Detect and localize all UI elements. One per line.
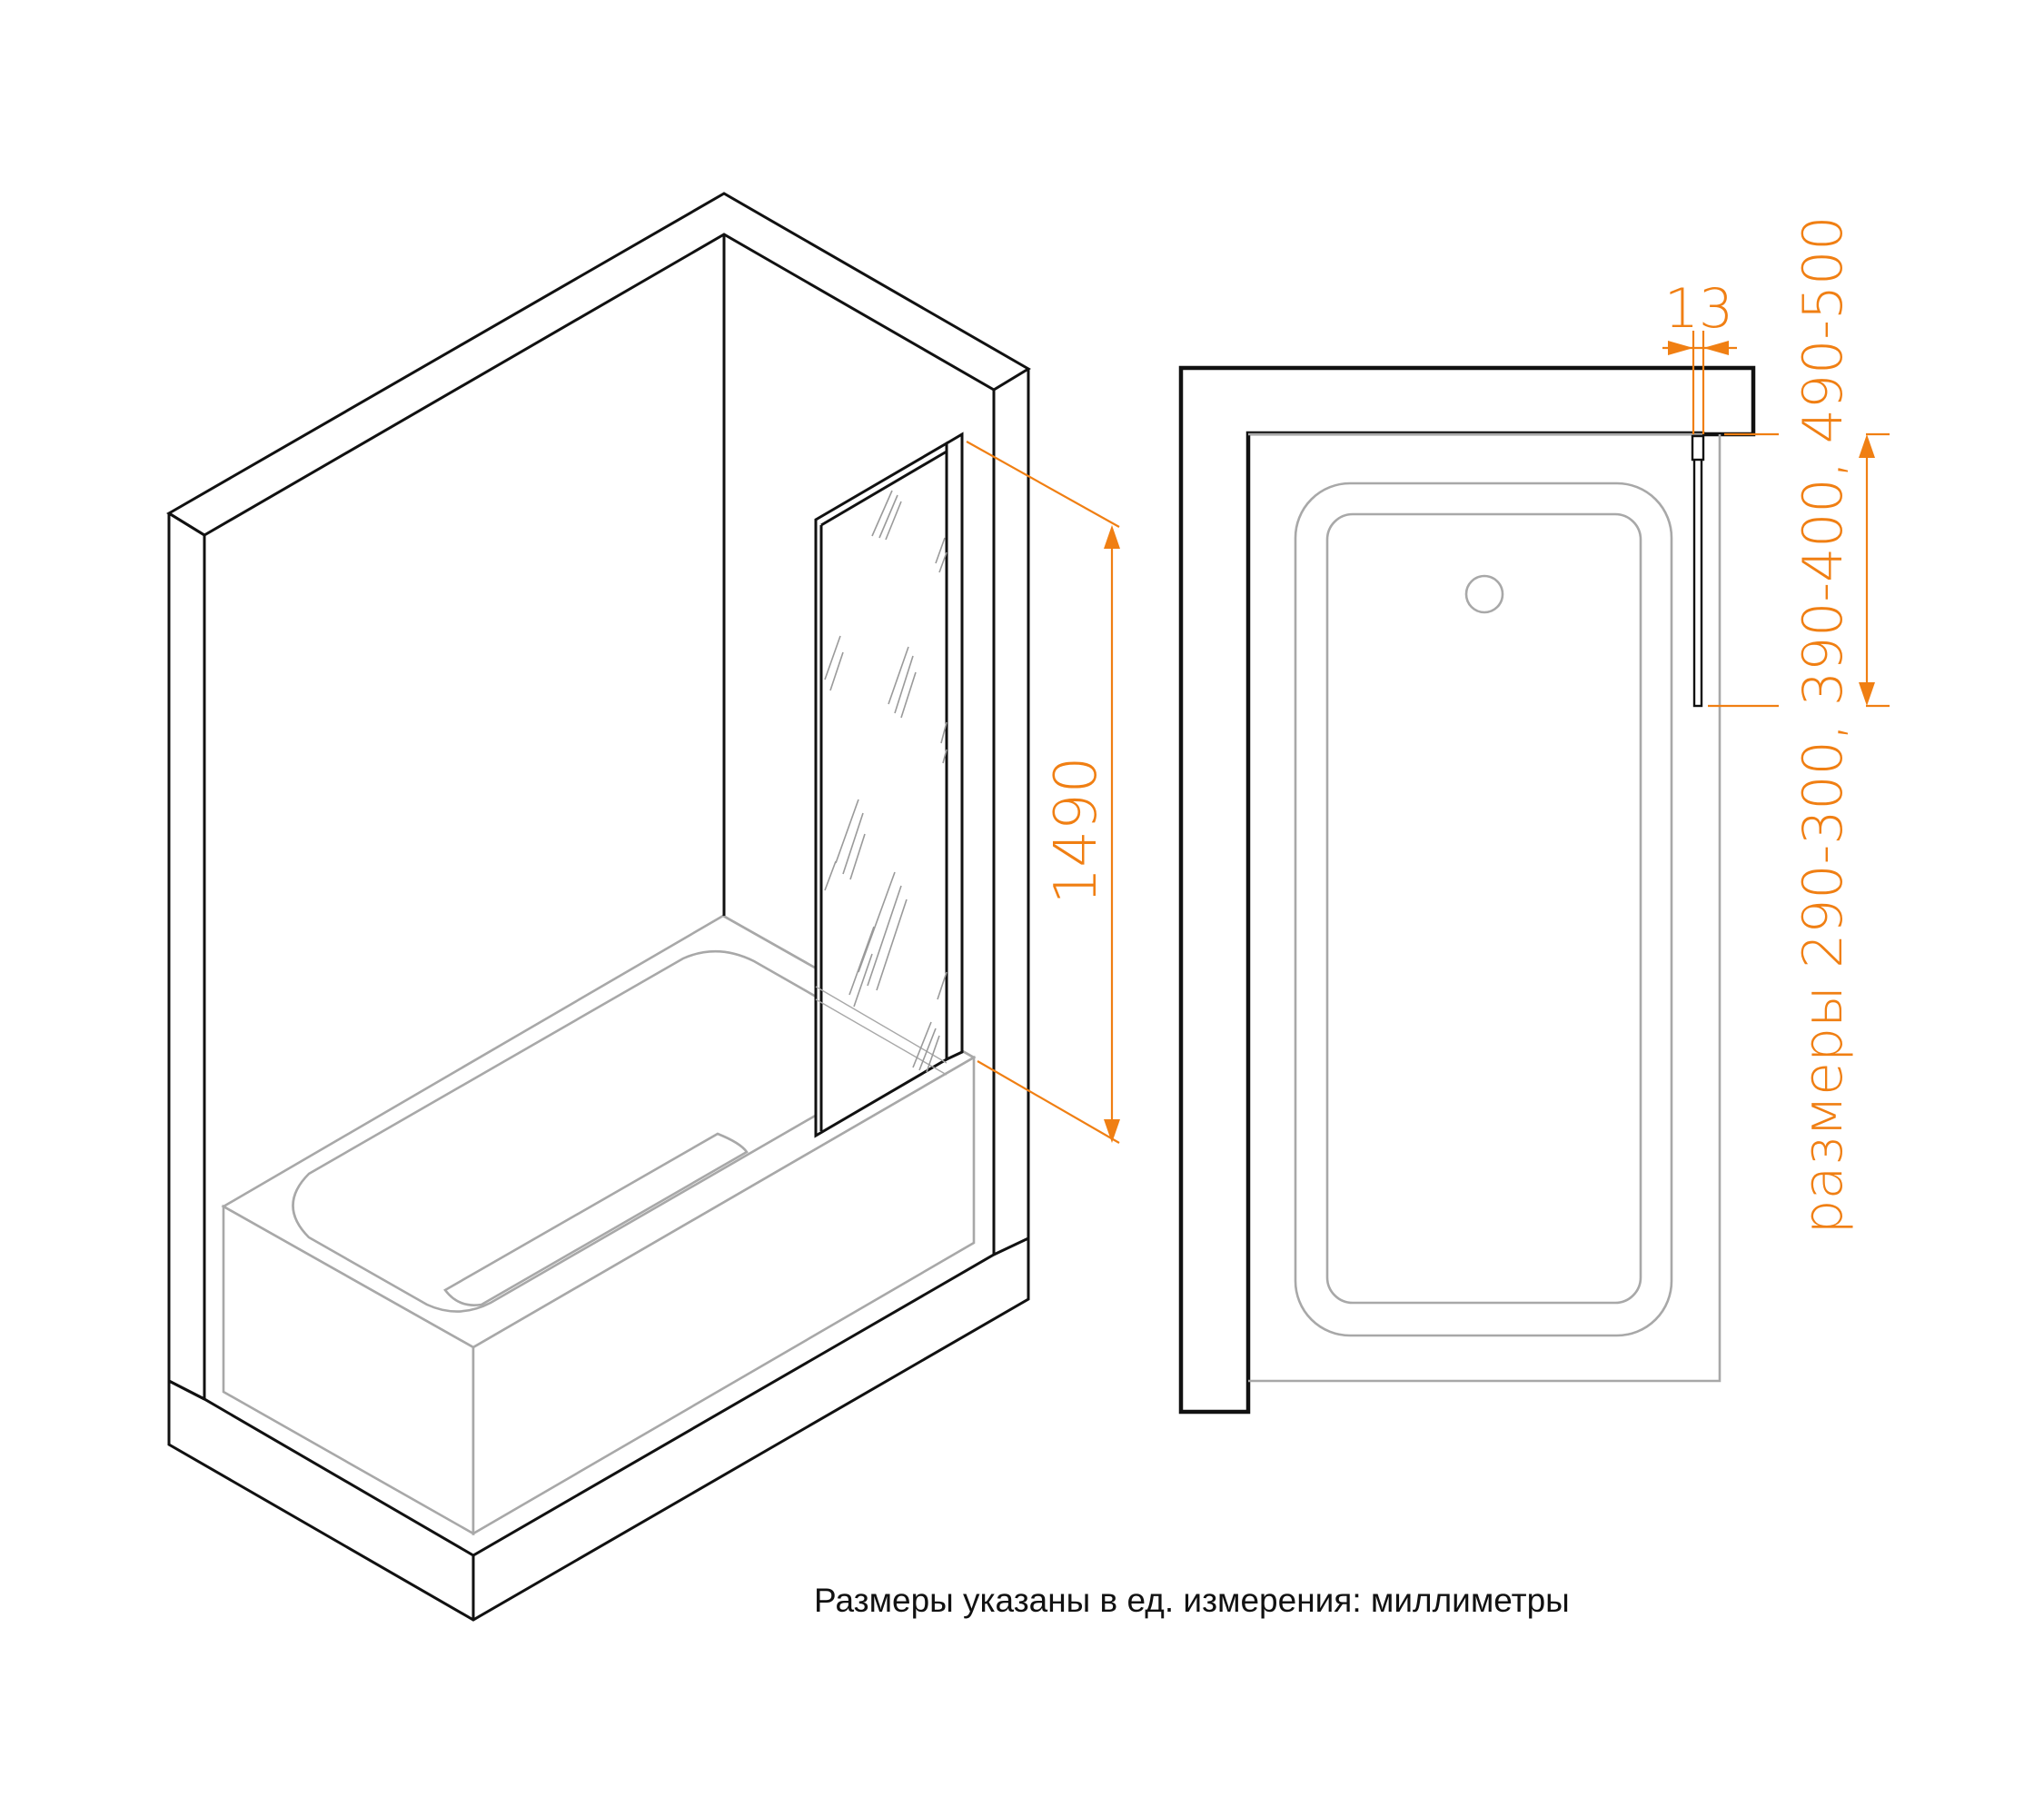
- plan-bathtub-rim: [1294, 482, 1673, 1337]
- wall-isometric: [166, 192, 1031, 1622]
- profile-dimension: 13: [1662, 277, 1737, 434]
- bathtub-isometric: [221, 914, 977, 1536]
- isometric-view: 1490: [166, 192, 1120, 1622]
- plan-glass-panel: [1692, 434, 1703, 708]
- glass-panel-isometric: [814, 432, 964, 1138]
- plan-bathtub-outline: [1248, 434, 1722, 1383]
- width-label: размеры 290-300, 390-400, 490-500: [1791, 216, 1855, 1235]
- glass-hatching: [824, 490, 948, 1073]
- height-dimension: 1490: [966, 441, 1120, 1144]
- plan-bathtub-basin: [1325, 512, 1642, 1305]
- dim-arrow-bottom: [1859, 682, 1875, 706]
- floor-slab: [167, 1236, 1030, 1622]
- plan-drain: [1464, 574, 1504, 614]
- units-note: Размеры указаны в ед. измерения: миллиме…: [814, 1582, 1570, 1619]
- plan-view: 13 размеры 290-300, 390-400, 490-500: [1178, 216, 1890, 1415]
- dim-arrow-bottom: [1104, 1119, 1120, 1143]
- dim-arrow-top: [1104, 525, 1120, 549]
- dim-arrow-top: [1859, 434, 1875, 458]
- bathtub-side-face: [471, 1055, 976, 1536]
- width-dimension: размеры 290-300, 390-400, 490-500: [1708, 216, 1890, 1235]
- plan-wall: [1178, 365, 1756, 1415]
- height-label: 1490: [1043, 757, 1110, 905]
- bathtub-basin: [292, 949, 922, 1313]
- profile-label: 13: [1664, 277, 1733, 341]
- bathtub-basin-bottom: [443, 1132, 749, 1306]
- glass-panel-profile: [945, 432, 964, 1062]
